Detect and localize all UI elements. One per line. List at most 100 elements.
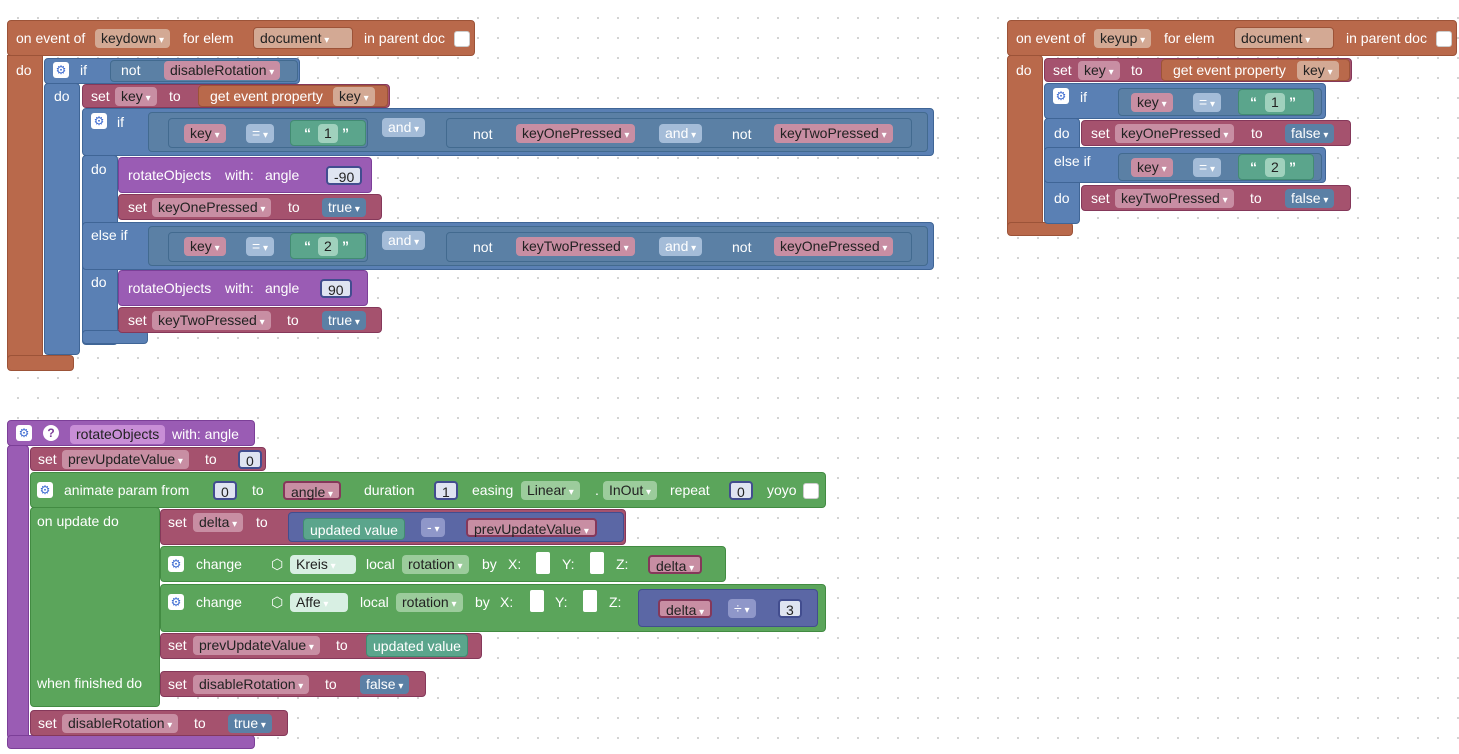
local-label: local (366, 556, 395, 572)
bool-false[interactable]: false (1285, 189, 1335, 208)
set-label: set (168, 676, 187, 692)
compare-operator-dropdown[interactable]: = (246, 237, 274, 256)
var-delta[interactable]: delta (193, 513, 244, 532)
y-input-slot[interactable] (590, 552, 604, 574)
easing-mode-dropdown[interactable]: InOut (603, 481, 658, 500)
var-key[interactable]: key (184, 124, 226, 143)
number-three[interactable]: 3 (778, 599, 802, 618)
logic-operator-dropdown[interactable]: and (659, 237, 703, 256)
property-rotation-dropdown[interactable]: rotation (402, 555, 469, 574)
mutator-gear-icon[interactable]: ⚙ (37, 482, 53, 498)
y-input-slot[interactable] (583, 590, 597, 612)
text-value[interactable]: 2 (318, 237, 338, 256)
var-delta[interactable]: delta (658, 599, 713, 618)
event-type-dropdown[interactable]: keyup (1094, 29, 1152, 48)
var-key[interactable]: key (1131, 158, 1173, 177)
number-zero[interactable]: 0 (238, 450, 262, 469)
mutator-gear-icon[interactable]: ⚙ (168, 594, 184, 610)
var-angle[interactable]: angle (283, 481, 342, 500)
duration-value[interactable]: 1 (434, 481, 458, 500)
mutator-gear-icon[interactable]: ⚙ (1053, 88, 1069, 104)
keydown-event-block[interactable] (7, 20, 475, 56)
bool-true[interactable]: true (322, 311, 366, 330)
to-label: to (288, 199, 300, 215)
var-key-two-pressed[interactable]: keyTwoPressed (516, 237, 635, 256)
not-label: not (121, 62, 141, 78)
to-label: to (1250, 190, 1262, 206)
event-type-dropdown[interactable]: keydown (95, 29, 171, 48)
var-disable-rotation[interactable]: disableRotation (164, 61, 281, 80)
event-property-dropdown[interactable]: key (1297, 61, 1339, 80)
compare-operator-dropdown[interactable]: = (1193, 93, 1221, 112)
bool-false[interactable]: false (1285, 124, 1335, 143)
procedure-foot (7, 735, 255, 749)
mutator-gear-icon[interactable]: ⚙ (168, 556, 184, 572)
to-label: to (169, 88, 181, 104)
set-label: set (38, 451, 57, 467)
animate-param-block[interactable] (30, 472, 826, 508)
target-dropdown[interactable]: document (253, 27, 353, 49)
var-disable-rotation[interactable]: disableRotation (62, 714, 179, 733)
var-key[interactable]: key (1078, 61, 1120, 80)
repeat-value[interactable]: 0 (729, 481, 753, 500)
angle-value[interactable]: -90 (326, 166, 363, 185)
property-rotation-dropdown[interactable]: rotation (396, 593, 463, 612)
object-kreis-dropdown[interactable]: Kreis (290, 555, 356, 574)
angle-value[interactable]: 90 (320, 279, 352, 298)
var-prev-update-value[interactable]: prevUpdateValue (466, 518, 597, 537)
var-key[interactable]: key (1131, 93, 1173, 112)
var-prev-update-value[interactable]: prevUpdateValue (62, 450, 189, 469)
math-operator-dropdown[interactable]: ÷ (728, 599, 756, 618)
bool-true[interactable]: true (228, 714, 272, 733)
logic-operator-dropdown[interactable]: and (659, 124, 703, 143)
mutator-gear-icon[interactable]: ⚙ (91, 113, 107, 129)
var-key-one-pressed[interactable]: keyOnePressed (152, 198, 272, 217)
mutator-gear-icon[interactable]: ⚙ (16, 425, 32, 441)
var-key[interactable]: key (184, 237, 226, 256)
easing-dropdown[interactable]: Linear (521, 481, 580, 500)
updated-value-field[interactable]: updated value (303, 518, 405, 540)
updated-value-field[interactable]: updated value (366, 634, 468, 657)
y-label: Y: (562, 556, 575, 572)
if-label: if (117, 114, 124, 130)
target-dropdown[interactable]: document (1234, 27, 1334, 49)
object-affe-dropdown[interactable]: Affe (290, 593, 348, 612)
logic-operator-dropdown[interactable]: and (382, 231, 426, 250)
do-label: do (91, 274, 107, 290)
call-name-label: rotateObjects (128, 280, 212, 296)
var-key-one-pressed[interactable]: keyOnePressed (516, 124, 636, 143)
var-key-one-pressed[interactable]: keyOnePressed (774, 237, 894, 256)
x-input-slot[interactable] (530, 590, 544, 612)
x-input-slot[interactable] (536, 552, 550, 574)
math-operator-dropdown[interactable]: - (421, 518, 446, 537)
with-label: with: (225, 167, 254, 183)
open-quote-icon: “ (1250, 159, 1257, 175)
by-label: by (482, 556, 497, 572)
parent-doc-checkbox[interactable] (454, 31, 470, 47)
compare-operator-dropdown[interactable]: = (1193, 158, 1221, 177)
var-key[interactable]: key (115, 87, 157, 106)
var-key-two-pressed[interactable]: keyTwoPressed (774, 124, 893, 143)
event-property-dropdown[interactable]: key (333, 87, 375, 106)
yoyo-checkbox[interactable] (803, 483, 819, 499)
procedure-name-field[interactable]: rotateObjects (70, 425, 166, 444)
do-label: do (1054, 125, 1070, 141)
var-disable-rotation[interactable]: disableRotation (193, 675, 310, 694)
logic-operator-dropdown[interactable]: and (382, 118, 426, 137)
text-value[interactable]: 1 (318, 124, 338, 143)
bool-false[interactable]: false (360, 675, 410, 694)
var-prev-update-value[interactable]: prevUpdateValue (193, 636, 320, 655)
var-key-one-pressed[interactable]: keyOnePressed (1115, 124, 1235, 143)
var-key-two-pressed[interactable]: keyTwoPressed (152, 311, 271, 330)
text-value[interactable]: 2 (1265, 158, 1285, 177)
var-key-two-pressed[interactable]: keyTwoPressed (1115, 189, 1234, 208)
bool-true[interactable]: true (322, 198, 366, 217)
compare-operator-dropdown[interactable]: = (246, 124, 274, 143)
var-delta[interactable]: delta (648, 555, 703, 574)
keyup-event-block[interactable] (1007, 20, 1457, 56)
mutator-gear-icon[interactable]: ⚙ (53, 62, 69, 78)
parent-doc-checkbox[interactable] (1436, 31, 1452, 47)
text-value[interactable]: 1 (1265, 93, 1285, 112)
help-icon[interactable]: ? (43, 425, 59, 441)
from-value[interactable]: 0 (213, 481, 237, 500)
